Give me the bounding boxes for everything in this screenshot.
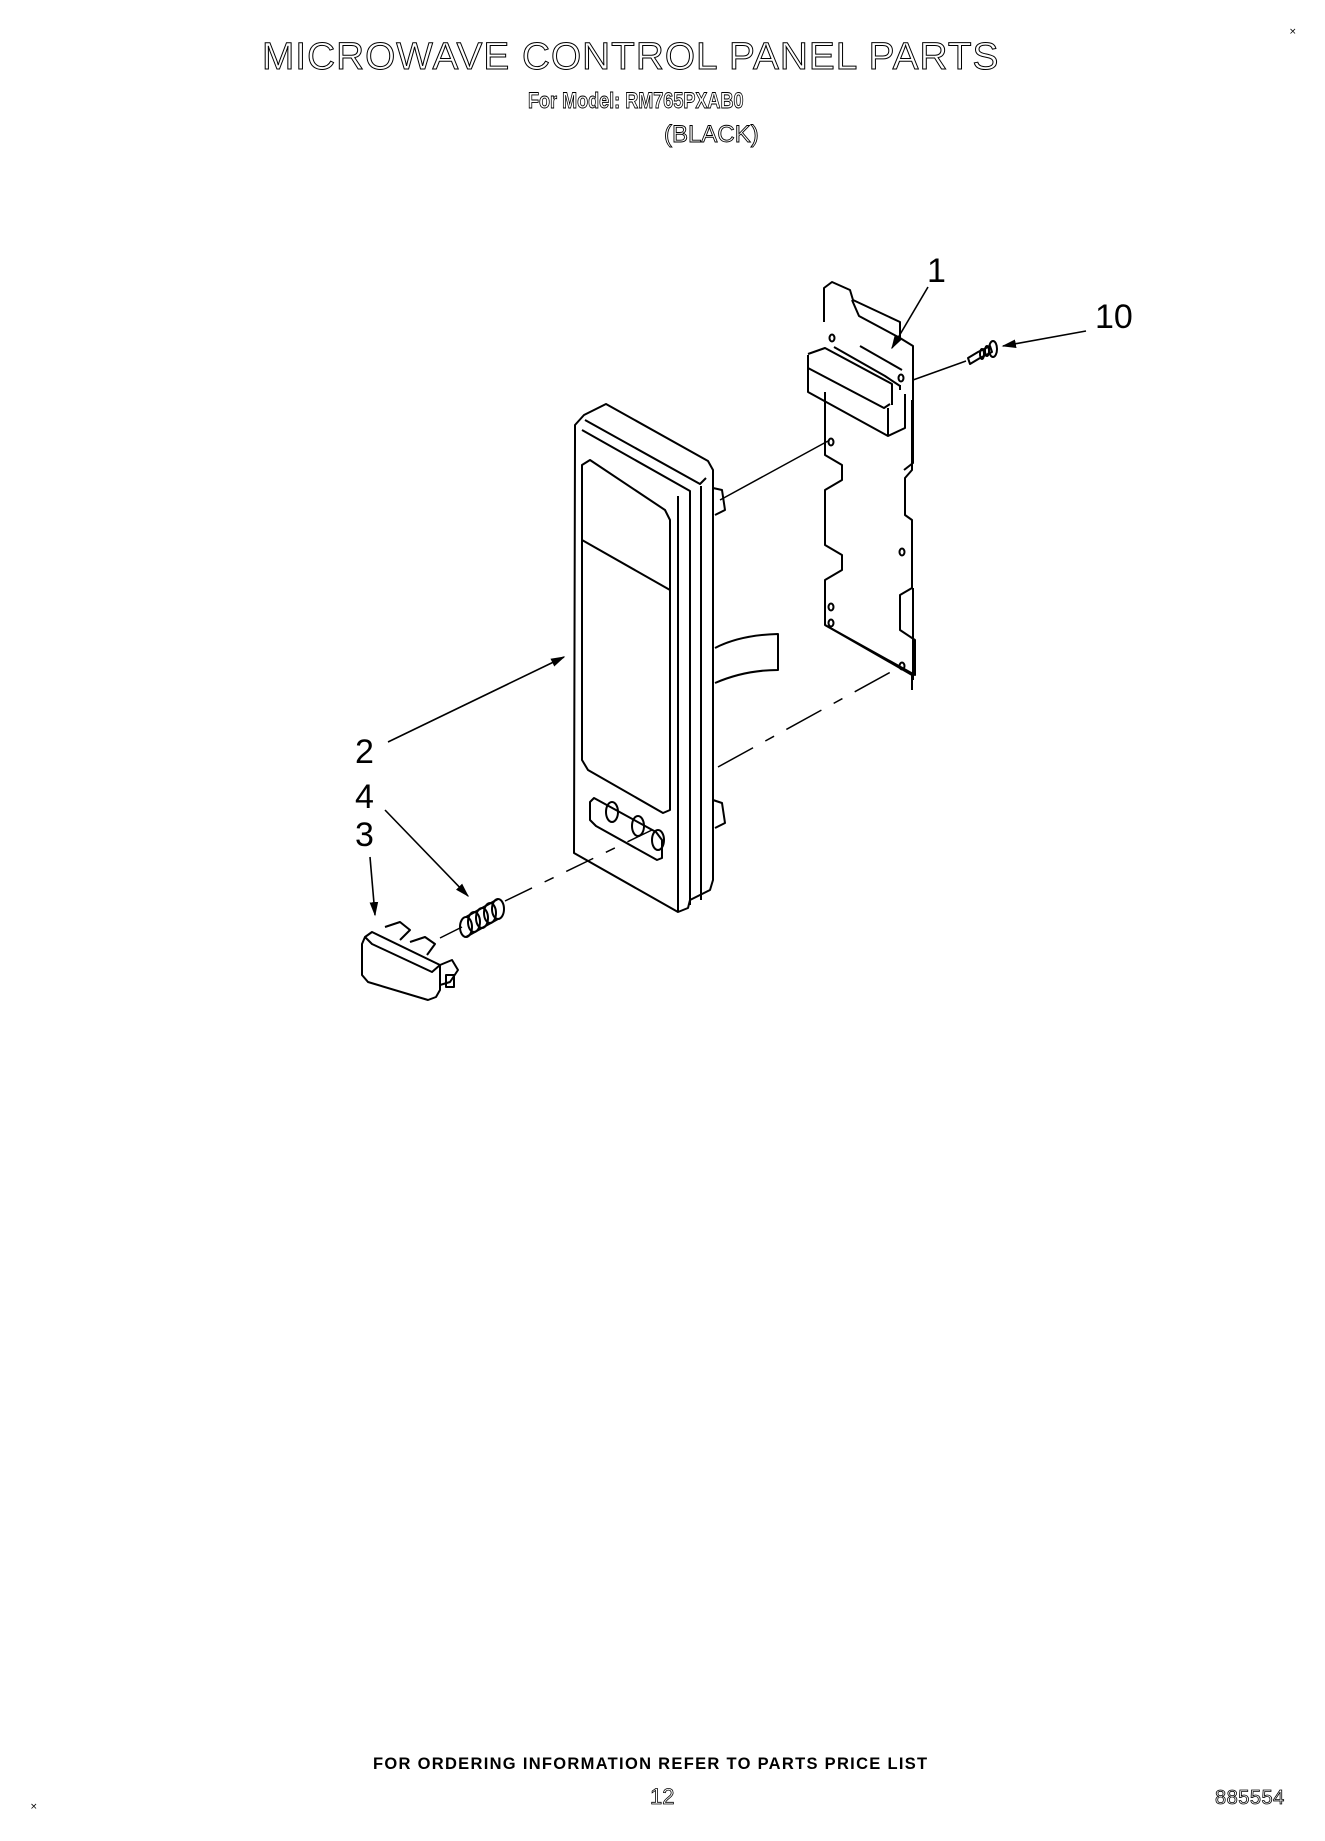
callout-2: 2: [355, 733, 374, 771]
callout-3: 3: [355, 816, 374, 854]
callout-4: 4: [355, 778, 374, 816]
document-number: 885554: [1215, 1787, 1285, 1810]
button-part: [361, 921, 459, 1001]
control-panel-frame-part: [573, 403, 779, 913]
spring-part: [459, 898, 505, 938]
screw-part: [967, 340, 998, 365]
model-subtitle: For Model: RM765PXAB0: [528, 88, 744, 114]
page-number: 12: [650, 1784, 675, 1810]
page-title: MICROWAVE CONTROL PANEL PARTS: [261, 36, 1000, 79]
registration-mark-top-right: ×: [1289, 27, 1297, 37]
control-board-part: [807, 281, 916, 690]
callout-1: 1: [927, 252, 946, 290]
callout-10: 10: [1095, 298, 1133, 336]
ordering-information-note: FOR ORDERING INFORMATION REFER TO PARTS …: [373, 1755, 929, 1773]
registration-mark-bottom-left: ×: [30, 1802, 38, 1812]
color-variant-note: (BLACK): [664, 121, 760, 149]
